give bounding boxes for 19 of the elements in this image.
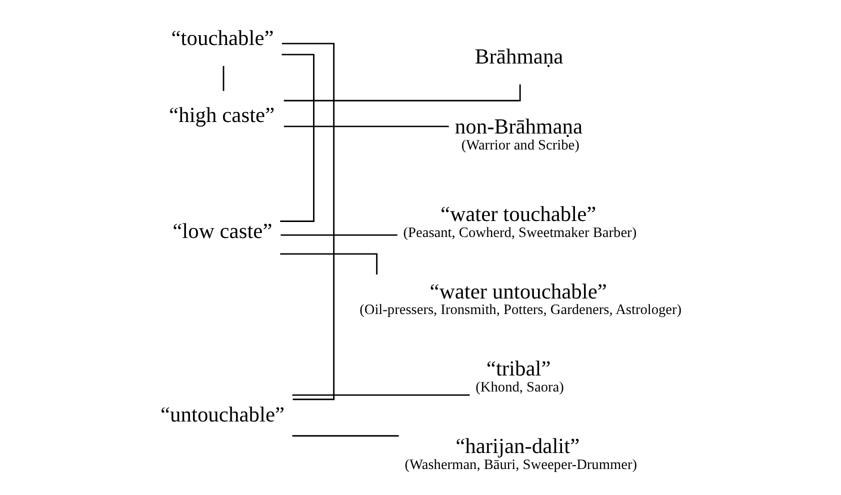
node-text: Brāhmaṇa — [474, 44, 564, 68]
node-text: “untouchable” — [160, 402, 285, 427]
connector — [280, 234, 398, 236]
connector — [284, 126, 449, 128]
node-text: “tribal” (Khond, Saora) — [476, 356, 564, 396]
node-text: “harijan-dalit” (Washerman, Bāuri, Sweeper-Drummer) — [404, 434, 637, 473]
connector — [222, 66, 224, 91]
node-text: non-Brāhmaṇa (Warrior and Scribe) — [454, 114, 583, 154]
node-text: “high caste” — [169, 103, 275, 128]
connector — [280, 54, 314, 222]
connector — [284, 84, 521, 102]
node-text: “water touchable” (Peasant, Cowherd, Sweetmaker Barber) — [403, 202, 637, 241]
connector — [282, 42, 335, 400]
connector — [292, 435, 399, 437]
node-text: “water untouchable” (Oil-pressers, Ironsmith, Potters, Gardeners, Astrologer) — [360, 279, 682, 318]
connector — [280, 253, 378, 274]
node-text: “low caste” — [172, 219, 272, 244]
node-text: “touchable” — [171, 26, 274, 50]
connector — [292, 394, 470, 396]
